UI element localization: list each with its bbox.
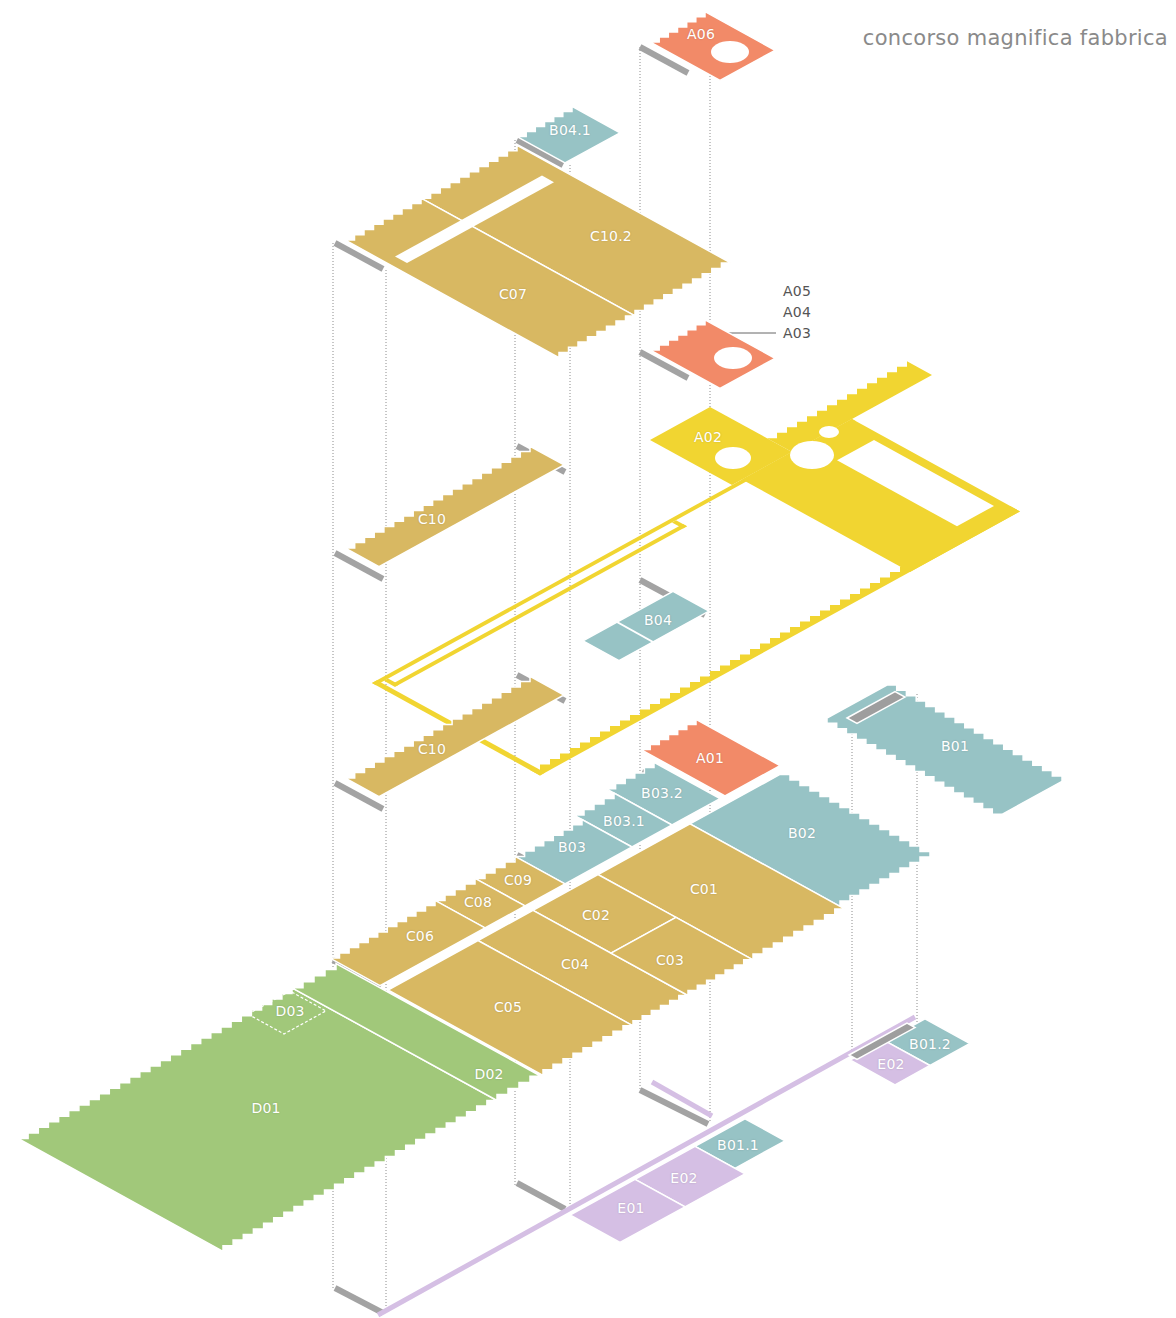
zone-code: B03.1 — [603, 813, 645, 829]
callout-codes: A05 A04 A03 — [783, 281, 811, 344]
zone-shape — [847, 692, 905, 724]
zone-shape — [345, 446, 564, 566]
opening — [790, 441, 834, 469]
zone-shape — [393, 524, 687, 686]
zone-shape — [650, 320, 775, 389]
production-block: C10 — [345, 446, 564, 567]
open-area: D02 — [292, 963, 541, 1101]
zone-shape — [583, 591, 709, 660]
zone-shape — [345, 198, 635, 358]
access-block: E02 — [849, 1023, 930, 1085]
core-marker — [517, 1183, 565, 1209]
zone-code: C04 — [561, 956, 589, 972]
zone-code: B04 — [644, 612, 672, 628]
page-title: concorso magnifica fabbrica — [863, 26, 1168, 50]
zone-code: B04.1 — [549, 122, 591, 138]
opening — [714, 347, 752, 369]
production-block: C10 — [345, 676, 564, 797]
core-block: A05 A04 A03 — [650, 319, 775, 389]
core-marker — [335, 1288, 383, 1313]
zone-shape — [570, 1179, 685, 1242]
zone-code: B01.1 — [717, 1137, 759, 1153]
access-block: E01 — [570, 1179, 685, 1243]
zone-code: C01 — [690, 881, 718, 897]
zone-shape — [611, 917, 753, 995]
zone-shape — [650, 12, 775, 81]
zone-code: C10 — [418, 511, 446, 527]
zone-code: A01 — [696, 750, 724, 766]
zone-code: A02 — [694, 429, 722, 445]
zone-shape — [767, 361, 932, 452]
core-block: A06 — [650, 11, 775, 81]
zone-code: B03.2 — [641, 785, 683, 801]
zone-shape — [292, 964, 541, 1101]
zone-outline — [650, 319, 775, 389]
opening — [715, 447, 751, 469]
zone-code: C06 — [406, 928, 434, 944]
zone-shape — [849, 1023, 915, 1059]
zone-code: E01 — [617, 1200, 644, 1216]
zone-code: B03 — [558, 839, 586, 855]
zone-shape — [395, 176, 554, 264]
opening — [819, 426, 839, 438]
zone-code: D02 — [474, 1066, 503, 1082]
zone-outline — [650, 11, 775, 81]
zone-code: D01 — [251, 1100, 280, 1116]
zone-outline — [345, 446, 564, 567]
zone-code: C02 — [582, 907, 610, 923]
zone-shape — [650, 407, 792, 485]
zone-shape — [672, 520, 687, 528]
zone-outline — [345, 676, 564, 797]
zone-code: B02 — [788, 825, 816, 841]
zone-code: C07 — [499, 286, 527, 302]
zone-code: C10.2 — [590, 228, 632, 244]
zone-code: D03 — [275, 1003, 304, 1019]
zone-code: C03 — [656, 952, 684, 968]
zone-code: C05 — [494, 998, 522, 1014]
zone-shape — [345, 676, 564, 796]
zone-code: E02 — [877, 1056, 904, 1072]
service-block: B04 — [583, 591, 709, 661]
title-box: concorso magnifica fabbrica — [863, 26, 1168, 50]
zone-code: B01 — [941, 738, 969, 754]
zone-code: C09 — [504, 872, 532, 888]
production-block: C03 — [611, 917, 753, 996]
zone-code: E02 — [670, 1170, 697, 1186]
zone-code: C08 — [464, 894, 492, 910]
ground-path — [652, 1082, 712, 1116]
opening — [711, 41, 749, 63]
zone-code: B01.2 — [909, 1036, 951, 1052]
production-block: C07 — [345, 175, 635, 358]
zone-code: C10 — [418, 741, 446, 757]
zone-outline — [345, 175, 635, 358]
zone-code: A06 — [687, 26, 715, 42]
zone-outline — [849, 1023, 930, 1085]
service-block: B01 — [827, 685, 1062, 815]
zone-shape — [827, 685, 1062, 814]
zone-shape — [837, 440, 994, 526]
zone-outline — [292, 963, 541, 1101]
